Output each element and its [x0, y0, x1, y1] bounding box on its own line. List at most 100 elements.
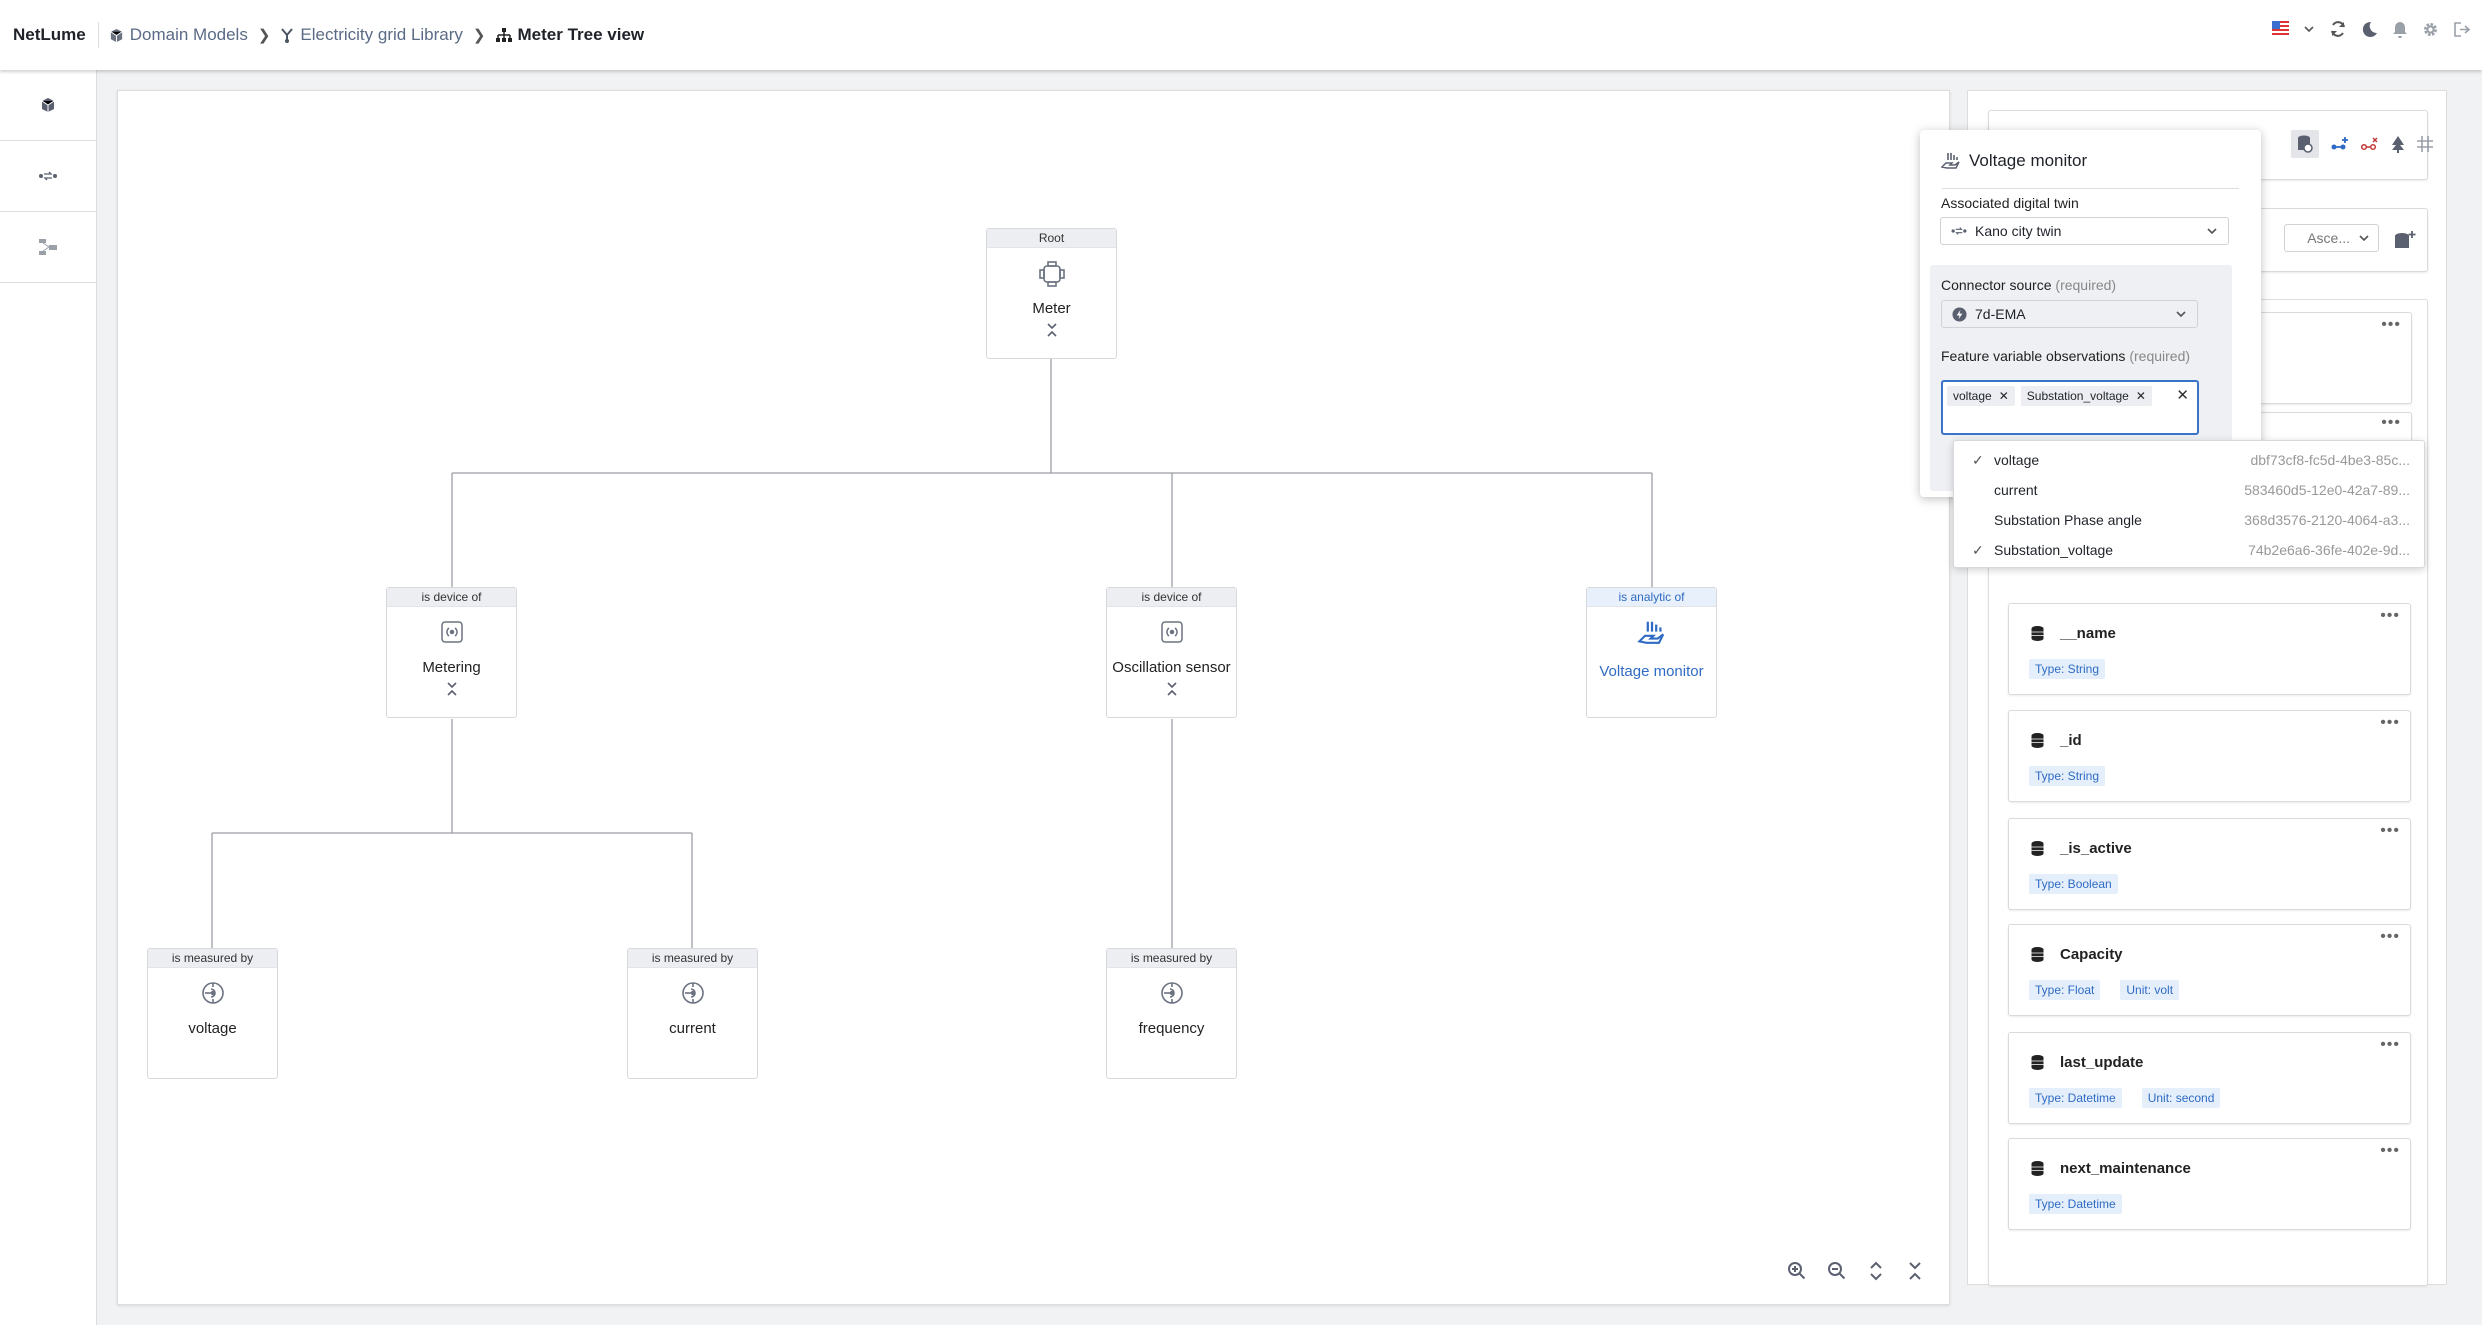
node-relation: is measured by [148, 949, 277, 968]
tree-node-voltage[interactable]: is measured by voltage [147, 948, 278, 1079]
digital-twin-select[interactable]: Kano city twin [1940, 217, 2229, 245]
node-relation: is measured by [1107, 949, 1236, 968]
chevron-down-icon [2176, 311, 2186, 318]
zoom-out-button[interactable] [1827, 1261, 1847, 1286]
brand-logo[interactable]: NetLume [13, 22, 99, 48]
chevron-down-icon[interactable] [2303, 23, 2315, 35]
gear-icon[interactable] [2422, 21, 2439, 38]
meter-icon [1038, 261, 1065, 287]
required-hint: (required) [2055, 277, 2117, 293]
tree-node-oscillation[interactable]: is device of Oscillation sensor [1106, 587, 1237, 718]
more-options-icon[interactable]: ••• [2380, 1036, 2400, 1053]
collapse-node-button[interactable] [387, 682, 516, 696]
sidebar [0, 70, 97, 1325]
sidebar-item-digital-twins[interactable] [0, 141, 96, 212]
grid-view-icon[interactable] [2417, 136, 2433, 152]
expand-all-button[interactable] [1867, 1261, 1885, 1286]
checkmark-icon: ✓ [1972, 451, 1984, 468]
node-relation: is measured by [628, 949, 757, 968]
remove-relation-icon[interactable] [2361, 136, 2379, 152]
sensor-icon [681, 982, 704, 1004]
remove-chip-icon[interactable]: ✕ [2135, 389, 2146, 403]
feature-observations-input[interactable]: voltage ✕ Substation_voltage✕ ✕ [1941, 380, 2199, 435]
breadcrumb-label: Electricity grid Library [300, 25, 463, 44]
chip-label: voltage [1953, 389, 1992, 403]
database-icon [2031, 841, 2044, 856]
field-name: __name [2060, 625, 2116, 642]
sort-order-select[interactable]: Asce... [2284, 224, 2379, 252]
database-icon [2031, 1161, 2044, 1176]
connector-source-select[interactable]: 7d-EMA [1941, 300, 2198, 328]
collapse-icon [1909, 1262, 1921, 1280]
bell-icon[interactable] [2392, 21, 2408, 38]
hierarchy-icon [39, 239, 57, 255]
moon-icon[interactable] [2361, 21, 2378, 38]
collapse-all-button[interactable] [1906, 1261, 1924, 1286]
add-field-icon[interactable] [2394, 231, 2416, 251]
dropdown-option[interactable]: ✓ voltage dbf73cf8-fc5d-4be3-85c... [1954, 445, 2424, 475]
more-options-icon[interactable]: ••• [2380, 928, 2400, 945]
us-flag-icon[interactable] [2272, 21, 2289, 37]
twin-label: Associated digital twin [1941, 195, 2079, 211]
chevron-down-icon [2359, 235, 2369, 242]
collapse-node-button[interactable] [1107, 682, 1236, 696]
more-options-icon[interactable]: ••• [2380, 822, 2400, 839]
add-relation-icon[interactable] [2331, 136, 2349, 152]
dropdown-option[interactable]: Substation Phase angle 368d3576-2120-406… [1954, 505, 2424, 535]
node-relation: is analytic of [1587, 588, 1716, 607]
device-icon [440, 621, 463, 643]
node-label: Oscillation sensor [1112, 659, 1231, 676]
tree-node-root[interactable]: Root Meter [986, 228, 1117, 359]
more-options-icon[interactable]: ••• [2380, 1142, 2400, 1159]
remove-chip-icon[interactable]: ✕ [1998, 389, 2009, 403]
sidebar-item-domain-models[interactable] [0, 70, 96, 141]
field-card[interactable]: _is_active ••• Type: Boolean [2008, 818, 2411, 910]
field-name: last_update [2060, 1054, 2144, 1071]
sidebar-item-hierarchy[interactable] [0, 212, 96, 283]
breadcrumb-current: Meter Tree view [495, 25, 644, 45]
database-icon [2031, 733, 2044, 748]
tree-icon [495, 28, 512, 42]
node-label: frequency [1138, 1020, 1205, 1037]
tree-node-frequency[interactable]: is measured by frequency [1106, 948, 1237, 1079]
connector-label-text: Connector source [1941, 277, 2052, 293]
field-tag: Type: String [2029, 766, 2106, 786]
logout-icon[interactable] [2453, 21, 2470, 38]
selected-chip: Substation_voltage✕ [2020, 386, 2152, 406]
lightning-icon [1952, 306, 1967, 322]
zoom-in-button[interactable] [1787, 1261, 1807, 1286]
more-options-icon[interactable]: ••• [2380, 714, 2400, 731]
connect-datasource-button[interactable] [2291, 130, 2319, 158]
node-relation: Root [987, 229, 1116, 248]
breadcrumb-library[interactable]: Electricity grid Library [280, 25, 463, 45]
node-label: Meter [1032, 300, 1071, 317]
more-options-icon[interactable]: ••• [2381, 414, 2401, 431]
more-options-icon[interactable]: ••• [2381, 316, 2401, 333]
clear-all-icon[interactable]: ✕ [2176, 387, 2189, 404]
tree-node-current[interactable]: is measured by current [627, 948, 758, 1079]
refresh-icon[interactable] [2329, 20, 2347, 38]
breadcrumb-domain-models[interactable]: Domain Models [109, 25, 248, 45]
connector-source-value: 7d-EMA [1975, 306, 2026, 322]
node-label: Voltage monitor [1599, 663, 1704, 680]
dropdown-option[interactable]: ✓ Substation_voltage 74b2e6a6-36fe-402e-… [1954, 535, 2424, 565]
field-card[interactable]: _id ••• Type: String [2008, 710, 2411, 802]
chevron-down-icon [2207, 228, 2217, 235]
field-card[interactable]: __name ••• Type: String [2008, 603, 2411, 695]
dropdown-option[interactable]: current 583460d5-12e0-42a7-89... [1954, 475, 2424, 505]
sensor-icon [201, 982, 224, 1004]
more-options-icon[interactable]: ••• [2380, 607, 2400, 624]
collapse-node-button[interactable] [987, 323, 1116, 337]
top-header: NetLume Domain Models ❯ Electricity grid… [0, 0, 2482, 70]
analytics-hand-icon [1636, 621, 1664, 644]
tree-view-icon[interactable] [2391, 135, 2405, 153]
feature-label-text: Feature variable observations [1941, 348, 2126, 364]
node-label: Metering [422, 659, 481, 676]
tree-node-metering[interactable]: is device of Metering [386, 587, 517, 718]
connector-label: Connector source (required) [1941, 277, 2116, 293]
breadcrumb-label: Domain Models [129, 25, 248, 44]
field-card[interactable]: next_maintenance ••• Type: Datetime [2008, 1138, 2411, 1230]
tree-node-monitor[interactable]: is analytic of Voltage monitor [1586, 587, 1717, 718]
